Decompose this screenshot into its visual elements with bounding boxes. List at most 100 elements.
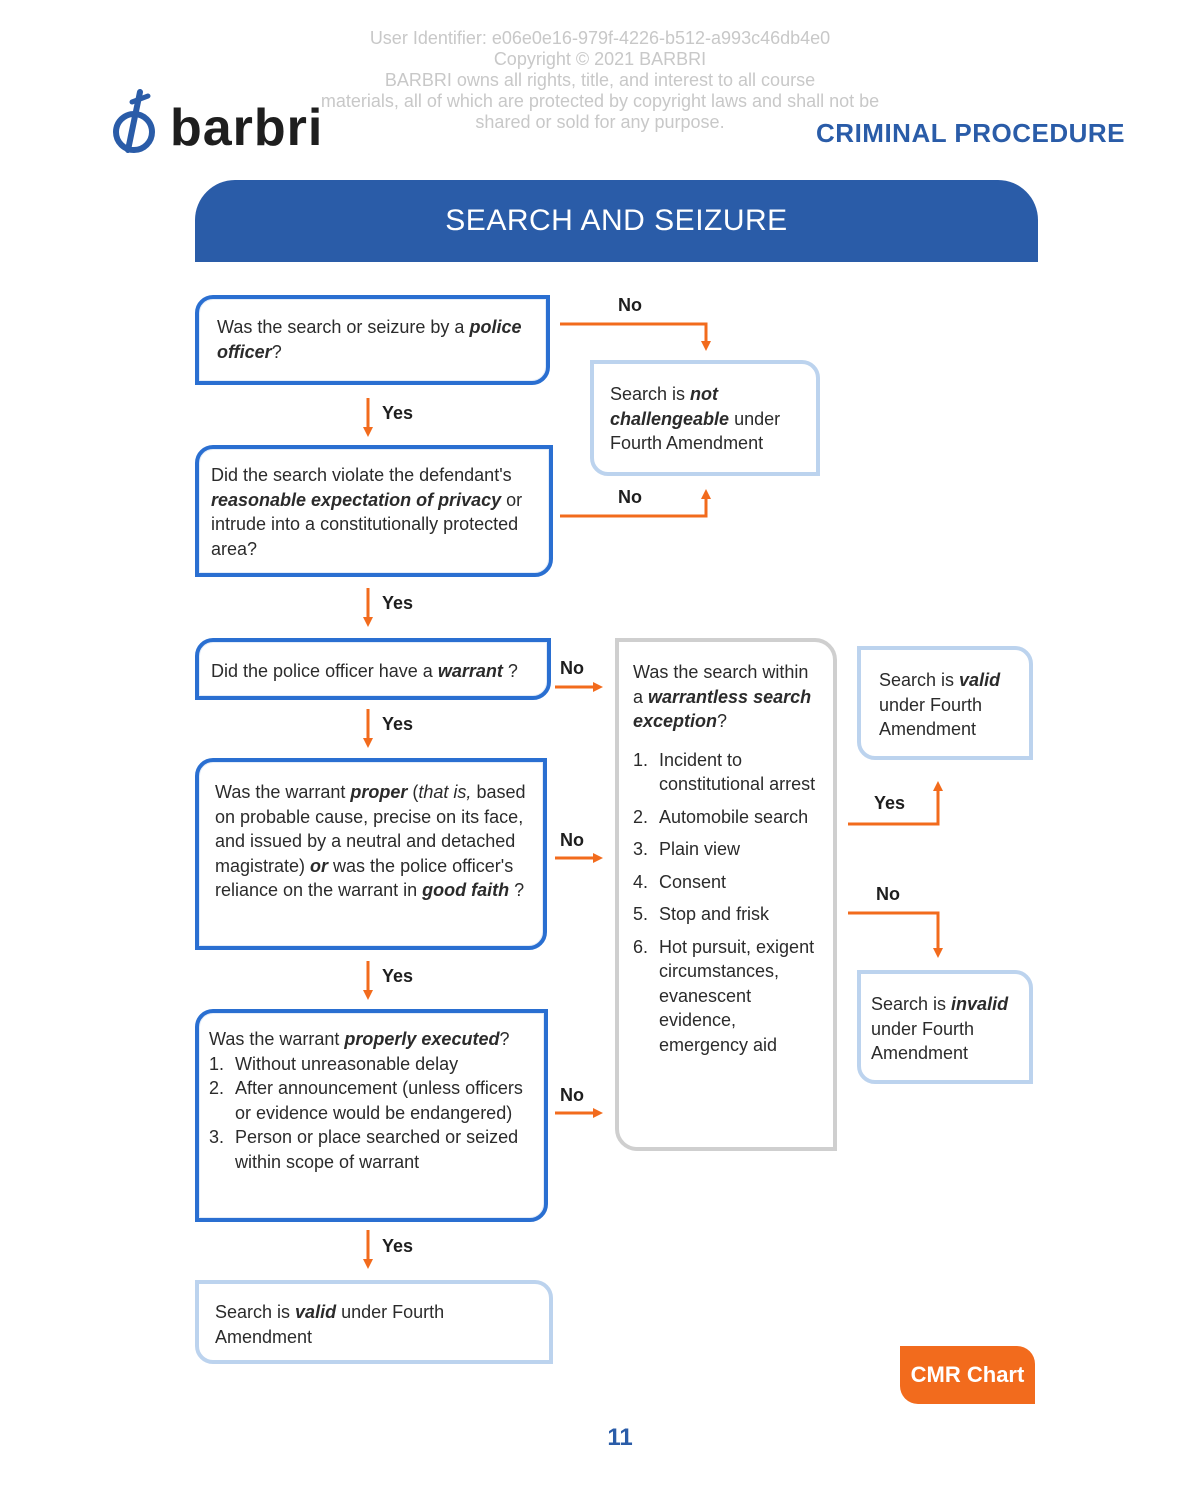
label-yes: Yes (874, 793, 906, 813)
page-number: 11 (607, 1424, 633, 1451)
list-number: 5. (633, 904, 649, 924)
logo-wordmark: barbri (170, 99, 324, 157)
label-yes: Yes (382, 966, 414, 986)
watermark-line: shared or sold for any purpose. (475, 112, 725, 132)
result-text-end: under Fourth Amendment (879, 694, 983, 740)
result-not-challengeable: Search is not challengeable under Fourth… (590, 360, 820, 476)
list-item: 5. Stop and frisk (633, 902, 819, 927)
q4-emphasis-good-faith: good faith (422, 880, 510, 900)
q2-text-end: or intrude into a constitutionally prote… (211, 489, 523, 559)
q5-text: Was the warrant (209, 1029, 345, 1049)
label-yes: Yes (382, 714, 414, 734)
cmr-chart-badge: CMR Chart (900, 1346, 1035, 1404)
no-arrow-exception (848, 911, 943, 958)
list-number: 6. (633, 936, 649, 957)
question-police-officer: Was the search or seizure by a police of… (195, 295, 550, 385)
label-yes: Yes (382, 1236, 414, 1256)
exception-emphasis: warrantless search exception (633, 686, 812, 732)
list-number: 1. (209, 1053, 225, 1074)
no-arrow-q1 (560, 322, 711, 351)
watermark-line: materials, all of which are protected by… (320, 91, 880, 111)
list-item: 1. Incident to constitutional arrest (633, 748, 819, 797)
label-no: No (618, 295, 642, 315)
list-number: 1. (633, 749, 649, 770)
result-emphasis: invalid (951, 994, 1009, 1014)
q1-text-end: ? (271, 341, 282, 362)
list-text: After announcement (unless officers or e… (235, 1078, 523, 1123)
result-invalid: Search is invalid under Fourth Amendment (857, 970, 1033, 1084)
execution-list: 1. Without unreasonable delay 2. After ann… (209, 1052, 534, 1175)
list-text: Without unreasonable delay (235, 1053, 459, 1074)
question-warrantless-exception: Was the search within a warrantless sear… (615, 638, 837, 1151)
q4-text: ( (407, 782, 419, 802)
list-item: 2. Automobile search (633, 805, 819, 830)
q4-emphasis-or: or (310, 855, 329, 876)
list-number: 4. (633, 871, 649, 892)
result-text-end: under Fourth Amendment (610, 408, 781, 454)
watermark-line: BARBRI owns all rights, title, and inter… (384, 70, 816, 90)
exception-text: Was the search within a (633, 662, 809, 707)
result-text: Search is (610, 384, 691, 404)
watermark-line: Copyright © 2021 BARBRI (493, 49, 707, 69)
list-number: 2. (633, 806, 649, 827)
list-text: Automobile search (659, 806, 809, 827)
watermark: User Identifier: e06e0e16-979f-4226-b512… (0, 28, 1200, 133)
q1-text: Was the search or seizure by a (217, 317, 470, 337)
result-emphasis: valid (959, 670, 1001, 690)
list-text: Consent (659, 871, 727, 892)
list-number: 3. (209, 1127, 225, 1147)
q4-text: based on probable cause, precise on its … (215, 782, 526, 876)
question-warrant-proper: Was the warrant proper (that is, based o… (195, 758, 547, 950)
yes-arrow-exception (848, 781, 943, 826)
list-number: 3. (633, 839, 649, 859)
label-no: No (560, 1085, 584, 1105)
label-no: No (560, 658, 584, 678)
label-no: No (876, 884, 900, 904)
label-no: No (560, 830, 584, 850)
no-arrow-q2 (560, 489, 711, 518)
q3-text-end: ? (502, 661, 518, 681)
list-number: 2. (209, 1078, 225, 1098)
q2-emphasis: reasonable expectation of privacy (211, 489, 502, 510)
q4-text-end: ? (509, 880, 525, 900)
q1-emphasis: police officer (217, 317, 522, 362)
list-item: 4. Consent (633, 870, 819, 895)
q3-emphasis: warrant (437, 661, 503, 681)
result-text-end: under Fourth Amendment (871, 1018, 975, 1064)
chart-banner: SEARCH AND SEIZURE (195, 180, 1038, 262)
q4-emphasis-proper: proper (350, 782, 408, 802)
question-expectation-of-privacy: Did the search violate the defendant's r… (195, 445, 553, 577)
list-item: 3. Person or place searched or seized wit… (209, 1125, 534, 1174)
list-item: 2. After announcement (unless officers or… (209, 1076, 534, 1125)
result-valid: Search is valid under Fourth Amendment (195, 1280, 553, 1364)
result-emphasis: valid (295, 1302, 337, 1322)
list-text: Person or place searched or seized withi… (235, 1127, 519, 1172)
list-item: 6.Hot pursuit, exigent circumstances, ev… (633, 935, 819, 1058)
exception-list: 1. Incident to constitutional arrest 2. Au… (633, 748, 819, 1058)
question-properly-executed: Was the warrant properly executed? 1. Wit… (195, 1009, 548, 1222)
list-item: 1. Without unreasonable delay (209, 1052, 534, 1077)
list-text: Incident to constitutional arrest (659, 749, 816, 795)
q5-question: Was the warrant properly executed? (209, 1027, 534, 1052)
label-yes: Yes (382, 403, 414, 423)
list-text: Stop and frisk (659, 904, 770, 924)
watermark-line: User Identifier: e06e0e16-979f-4226-b512… (369, 28, 831, 48)
q2-text: Did the search violate the defendant's (211, 465, 512, 485)
result-text: Search is (879, 670, 960, 690)
result-text-end: under Fourth Amendment (215, 1302, 445, 1347)
exception-question: Was the search within a warrantless sear… (633, 660, 819, 734)
result-text: Search is (215, 1302, 296, 1322)
subject-title: CRIMINAL PROCEDURE (816, 118, 1125, 148)
list-item: 3.Plain view (633, 837, 819, 862)
result-emphasis: not challengeable (610, 384, 730, 429)
q5-text-end: ? (499, 1029, 510, 1049)
label-yes: Yes (382, 593, 414, 613)
q4-text: was the police officer's reliance on the… (215, 855, 514, 901)
label-no: No (618, 487, 642, 507)
q3-text: Did the police officer have a (211, 661, 438, 681)
question-warrant: Did the police officer have a warrant ? (195, 638, 551, 700)
q4-emphasis-that-is: that is, (418, 782, 472, 802)
exception-text-end: ? (717, 711, 728, 731)
barbri-logo-icon (113, 89, 155, 153)
